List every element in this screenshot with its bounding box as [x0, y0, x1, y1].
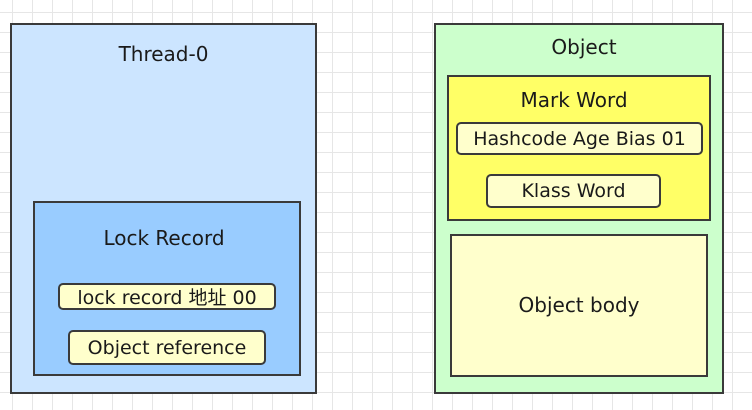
object-body-label: Object body: [518, 293, 640, 317]
hashcode-age-bias-field: Hashcode Age Bias 01: [456, 122, 703, 155]
object-reference-field: Object reference: [68, 330, 266, 365]
lock-record-address-field: lock record 地址 00: [58, 283, 276, 310]
thread-title: Thread-0: [118, 42, 209, 66]
lock-record-title: Lock Record: [103, 226, 225, 250]
object-body-box: [450, 234, 708, 377]
object-title: Object: [551, 35, 617, 59]
klass-word-field: Klass Word: [486, 174, 661, 208]
mark-word-title: Mark Word: [520, 88, 628, 112]
